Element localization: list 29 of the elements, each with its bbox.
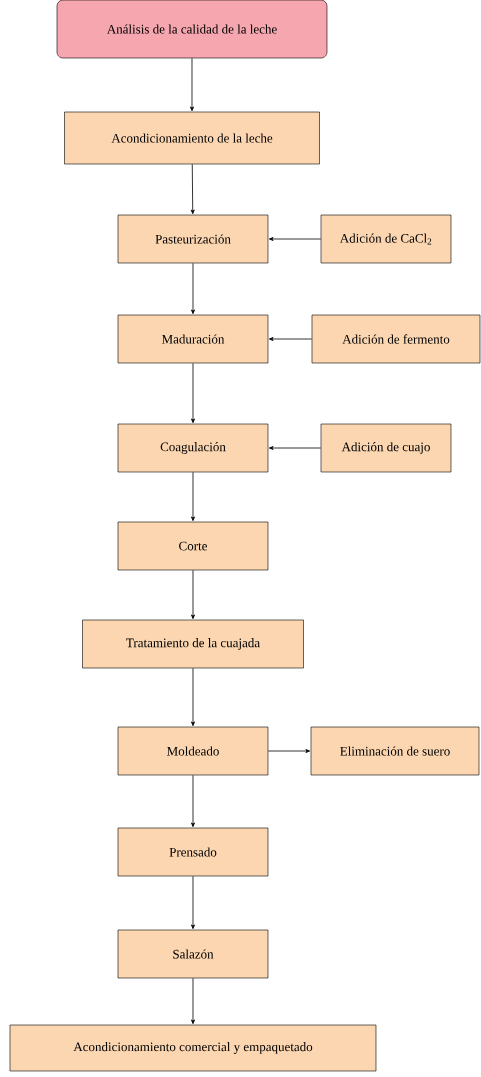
arrow (268, 446, 322, 450)
arrow (191, 569, 195, 620)
input-box: Adición de fermento (311, 314, 481, 364)
arrow (268, 237, 322, 241)
arrow (191, 262, 195, 315)
input-box: Adición de cuajo (320, 423, 452, 473)
arrow (191, 977, 195, 1025)
process-box: Maduración (117, 314, 269, 364)
arrow (267, 749, 311, 753)
process-box: Tratamiento de la cuajada (82, 619, 304, 669)
arrow (190, 163, 195, 215)
arrow (191, 471, 195, 522)
arrow (190, 57, 194, 112)
start-box: Análisis de la calidad de la leche (56, 0, 328, 59)
process-box: Acondicionamiento de la leche (64, 111, 320, 165)
arrow (191, 774, 195, 828)
process-box: Corte (117, 521, 269, 571)
process-box: Prensado (117, 827, 269, 877)
process-box: Moldeado (117, 726, 269, 776)
process-box: Coagulación (117, 423, 269, 473)
process-box: Pasteurización (117, 214, 269, 264)
process-box: Salazón (117, 929, 269, 979)
arrow (268, 337, 313, 341)
arrow (191, 362, 195, 424)
input-box: Adición de CaCl$_{2}$ (320, 214, 452, 264)
input-box: Eliminación de suero (310, 726, 480, 776)
process-box: Acondicionamiento comercial y empaquetado (9, 1024, 377, 1072)
arrow (191, 875, 195, 930)
arrow (191, 667, 195, 727)
